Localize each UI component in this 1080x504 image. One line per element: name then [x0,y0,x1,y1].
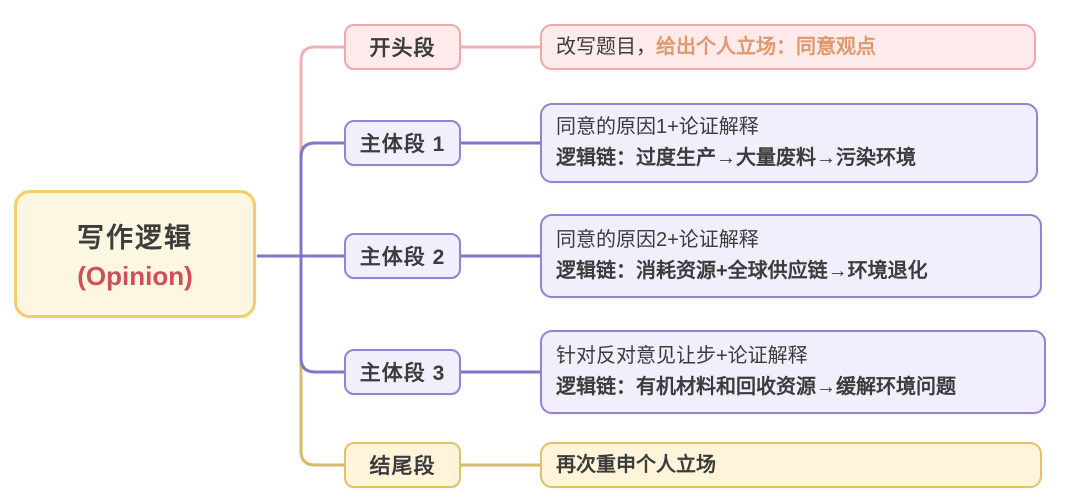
branch-label-body-1-text: 主体段 1 [359,133,446,156]
connector-opening [257,45,344,258]
branch-label-body-2-text: 主体段 2 [359,246,446,269]
branch-label-body-3: 主体段 3 [344,349,461,395]
branch-detail-opening-line: 改写题目，给出个人立场：同意观点 [556,32,876,63]
branch-detail-body-1: 同意的原因1+论证解释 逻辑链：过度生产→大量废料→污染环境 [540,103,1038,183]
body-1-detail-line2: 逻辑链：过度生产→大量废料→污染环境 [556,147,916,169]
connector-body-3 [257,254,344,374]
branch-label-opening-text: 开头段 [369,37,436,60]
branch-detail-opening: 改写题目，给出个人立场：同意观点 [540,24,1036,70]
branch-detail-conclusion: 再次重申个人立场 [540,442,1042,488]
body-2-detail-line2: 逻辑链：消耗资源+全球供应链→环境退化 [556,260,928,282]
branch-label-conclusion: 结尾段 [344,442,461,488]
branch-detail-body-3: 针对反对意见让步+论证解释 逻辑链：有机材料和回收资源→缓解环境问题 [540,330,1046,414]
connector-body-1 [257,141,344,258]
branch-label-opening: 开头段 [344,24,461,70]
opening-detail-prefix: 改写题目， [556,35,656,58]
root-title: 写作逻辑 [77,223,193,253]
branch-label-body-1: 主体段 1 [344,120,461,166]
root-node: 写作逻辑 (Opinion) [14,190,256,318]
body-2-detail-line1: 同意的原因2+论证解释 [556,229,759,251]
root-subtitle: (Opinion) [77,261,193,291]
branch-detail-body-2: 同意的原因2+论证解释 逻辑链：消耗资源+全球供应链→环境退化 [540,214,1042,298]
branch-label-body-2: 主体段 2 [344,233,461,279]
branch-label-body-3-text: 主体段 3 [359,362,446,385]
connector-conclusion [257,254,344,467]
opening-detail-highlight: 给出个人立场：同意观点 [656,35,876,58]
branch-label-conclusion-text: 结尾段 [369,455,436,478]
conclusion-detail-line: 再次重申个人立场 [556,453,716,476]
body-1-detail-line1: 同意的原因1+论证解释 [556,116,759,138]
body-3-detail-line2: 逻辑链：有机材料和回收资源→缓解环境问题 [556,376,956,398]
body-3-detail-line1: 针对反对意见让步+论证解释 [556,345,808,367]
